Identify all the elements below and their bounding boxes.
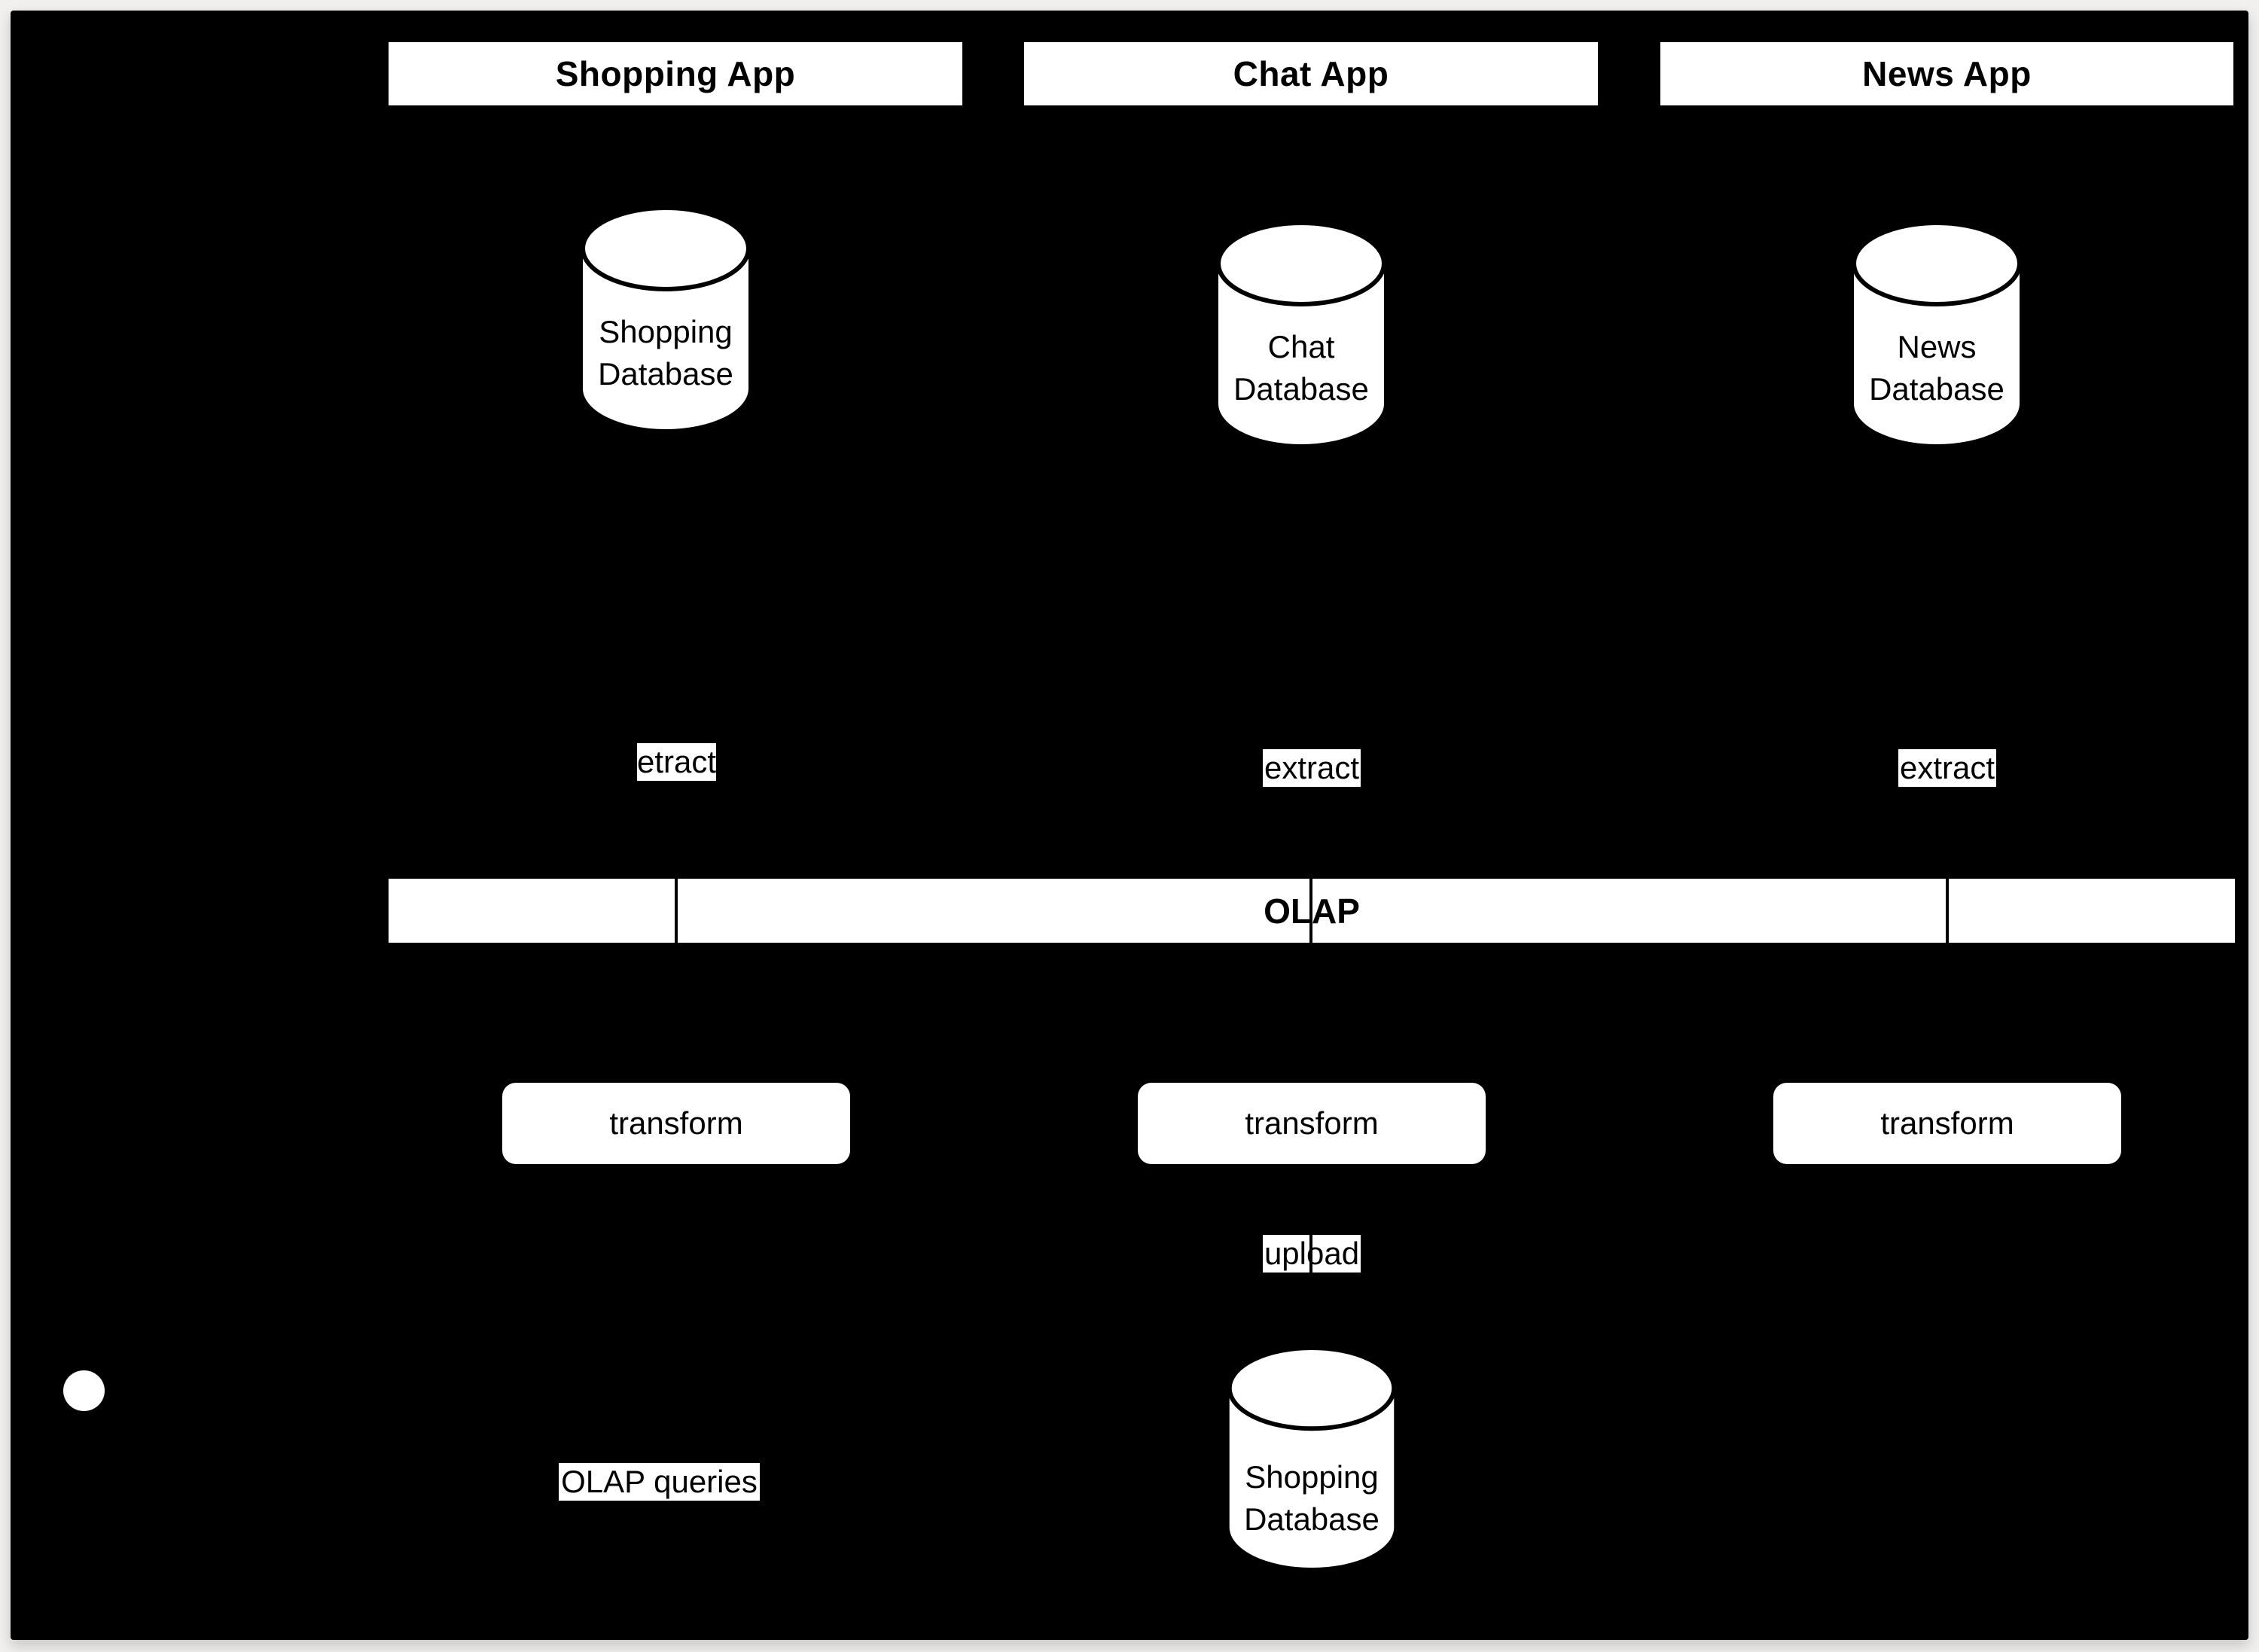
edge-label-olap-queries: OLAP queries [559, 1463, 760, 1501]
database-cylinder-icon [1227, 1345, 1397, 1568]
edge-line-news [1946, 879, 1949, 943]
olap-subgraph-band: OLAP [389, 879, 2235, 943]
header-news-app-label: News App [1862, 54, 2032, 93]
diagram-canvas: Shopping App Chat App News App Shopping … [11, 11, 2248, 1640]
start-circle-icon [63, 1370, 105, 1411]
edge-label-extract-chat: extract [1263, 749, 1361, 787]
transform-node-chat: transform [1138, 1083, 1486, 1164]
news-database-cylinder: News Database [1851, 220, 2023, 447]
chat-database-cylinder: Chat Database [1215, 220, 1387, 447]
edge-line-upload [1309, 1235, 1312, 1273]
warehouse-database-label: Shopping Database [1244, 1459, 1379, 1537]
edge-label-extract-news: extract [1898, 749, 1996, 787]
database-cylinder-icon [581, 206, 751, 429]
database-cylinder-icon [1852, 221, 2022, 444]
header-news-app: News App [1660, 42, 2233, 105]
edge-label-upload: upload [1263, 1235, 1361, 1273]
header-shopping-app: Shopping App [389, 42, 962, 105]
edge-line-shopping [675, 879, 678, 943]
chat-database-label: Chat Database [1233, 329, 1369, 407]
shopping-database-cylinder: Shopping Database [580, 205, 751, 432]
transform-node-news: transform [1773, 1083, 2121, 1164]
shopping-database-label: Shopping Database [598, 314, 733, 392]
warehouse-database-cylinder: Shopping Database [1225, 1345, 1398, 1571]
edge-line-chat [1309, 879, 1312, 943]
news-database-label: News Database [1869, 329, 2004, 407]
header-chat-app: Chat App [1024, 42, 1598, 105]
header-chat-app-label: Chat App [1233, 54, 1389, 93]
database-cylinder-icon [1216, 221, 1386, 444]
header-shopping-app-label: Shopping App [555, 54, 796, 93]
transform-node-shopping: transform [502, 1083, 850, 1164]
edge-label-extract-shopping: etract [636, 743, 717, 781]
